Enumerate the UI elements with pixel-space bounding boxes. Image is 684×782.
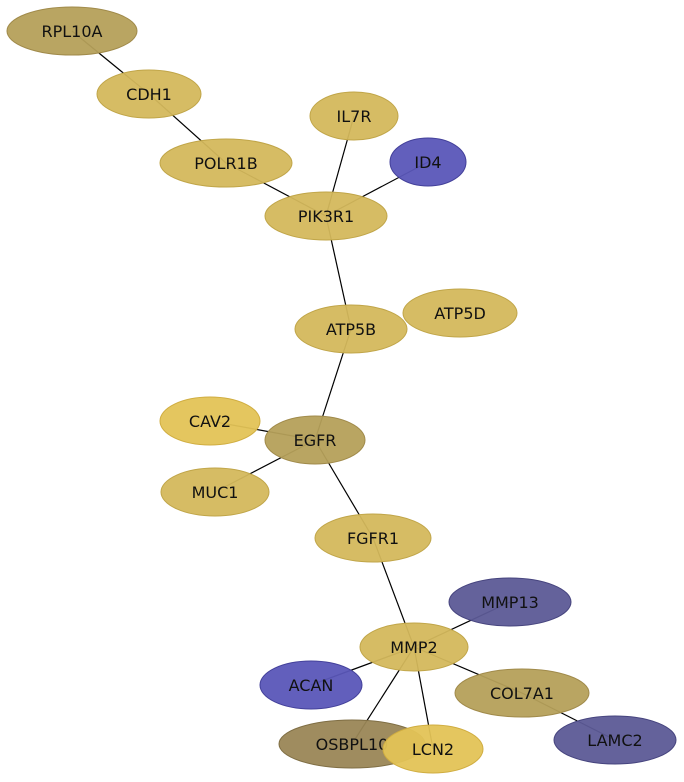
node-label: CAV2 bbox=[189, 412, 231, 431]
node-ellipse[interactable] bbox=[264, 415, 366, 465]
node-ellipse[interactable] bbox=[264, 191, 388, 241]
node-label: LAMC2 bbox=[587, 731, 642, 750]
node-label: MMP2 bbox=[390, 638, 437, 657]
node-ellipse[interactable] bbox=[314, 513, 432, 563]
node-ellipse[interactable] bbox=[454, 668, 590, 718]
node-mmp13[interactable]: MMP13 bbox=[448, 577, 572, 627]
node-muc1[interactable]: MUC1 bbox=[160, 467, 270, 517]
node-ellipse[interactable] bbox=[402, 288, 518, 338]
node-label: ATP5D bbox=[434, 304, 486, 323]
node-ellipse[interactable] bbox=[309, 91, 399, 141]
node-ellipse[interactable] bbox=[382, 724, 484, 774]
node-ellipse[interactable] bbox=[294, 304, 408, 354]
node-pik3r1[interactable]: PIK3R1 bbox=[264, 191, 388, 241]
node-ellipse[interactable] bbox=[553, 715, 677, 765]
node-ellipse[interactable] bbox=[359, 622, 469, 672]
node-col7a1[interactable]: COL7A1 bbox=[454, 668, 590, 718]
node-ellipse[interactable] bbox=[159, 396, 261, 446]
node-ellipse[interactable] bbox=[96, 69, 202, 119]
node-rpl10a[interactable]: RPL10A bbox=[6, 6, 138, 56]
node-label: MUC1 bbox=[192, 483, 239, 502]
node-label: RPL10A bbox=[42, 22, 103, 41]
node-polr1b[interactable]: POLR1B bbox=[159, 138, 293, 188]
node-label: ACAN bbox=[289, 676, 334, 695]
node-label: CDH1 bbox=[126, 85, 172, 104]
node-ellipse[interactable] bbox=[159, 138, 293, 188]
node-ellipse[interactable] bbox=[6, 6, 138, 56]
node-label: COL7A1 bbox=[490, 684, 554, 703]
node-label: ID4 bbox=[414, 153, 441, 172]
node-mmp2[interactable]: MMP2 bbox=[359, 622, 469, 672]
node-label: EGFR bbox=[294, 431, 337, 450]
node-atp5d[interactable]: ATP5D bbox=[402, 288, 518, 338]
node-atp5b[interactable]: ATP5B bbox=[294, 304, 408, 354]
node-lcn2[interactable]: LCN2 bbox=[382, 724, 484, 774]
node-label: FGFR1 bbox=[347, 529, 399, 548]
node-label: LCN2 bbox=[412, 740, 454, 759]
node-egfr[interactable]: EGFR bbox=[264, 415, 366, 465]
node-label: POLR1B bbox=[194, 154, 257, 173]
node-cdh1[interactable]: CDH1 bbox=[96, 69, 202, 119]
node-id4[interactable]: ID4 bbox=[389, 137, 467, 187]
node-ellipse[interactable] bbox=[389, 137, 467, 187]
node-label: ATP5B bbox=[326, 320, 376, 339]
node-ellipse[interactable] bbox=[259, 660, 363, 710]
node-ellipse[interactable] bbox=[160, 467, 270, 517]
node-acan[interactable]: ACAN bbox=[259, 660, 363, 710]
node-il7r[interactable]: IL7R bbox=[309, 91, 399, 141]
node-cav2[interactable]: CAV2 bbox=[159, 396, 261, 446]
node-label: IL7R bbox=[337, 107, 372, 126]
node-label: PIK3R1 bbox=[298, 207, 354, 226]
node-lamc2[interactable]: LAMC2 bbox=[553, 715, 677, 765]
node-label: OSBPL10 bbox=[316, 735, 389, 754]
node-label: MMP13 bbox=[481, 593, 539, 612]
node-fgfr1[interactable]: FGFR1 bbox=[314, 513, 432, 563]
node-ellipse[interactable] bbox=[448, 577, 572, 627]
